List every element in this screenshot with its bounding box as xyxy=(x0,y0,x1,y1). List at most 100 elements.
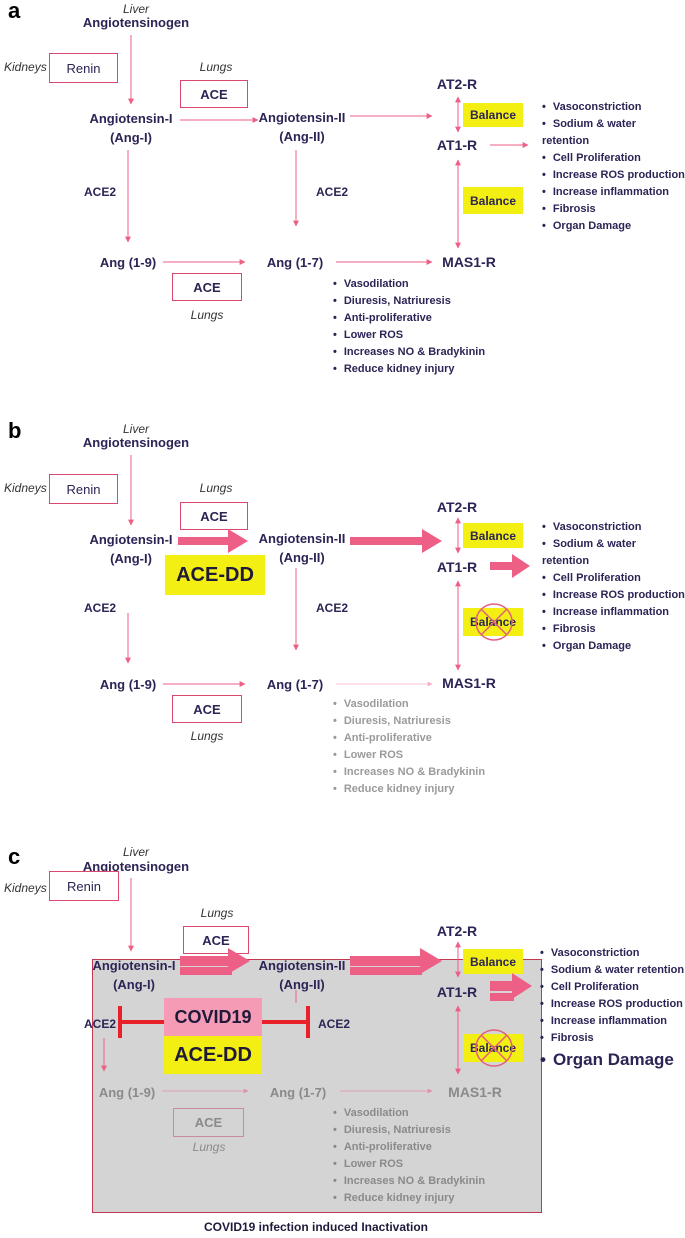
mas1r-effects-list: Vasodilation Diuresis, Natriuresis Anti-… xyxy=(333,696,485,798)
kidneys-label: Kidneys xyxy=(4,881,47,895)
ace2-mid-label: ACE2 xyxy=(316,601,349,615)
at1r-label: AT1-R xyxy=(436,984,478,1000)
panel-label: a xyxy=(8,0,21,23)
angiotensinogen-label: Angiotensinogen xyxy=(82,15,190,30)
ang-1-7-label: Ang (1-7) xyxy=(266,255,324,270)
at1r-effects-list: Vasoconstriction Sodium & water retentio… xyxy=(542,99,685,235)
ang-ii-label: (Ang-II) xyxy=(279,129,325,144)
renin-box: Renin xyxy=(49,53,118,83)
ace2-inhibition-right xyxy=(262,1006,310,1038)
panel-label: b xyxy=(8,418,22,443)
lungs-label: Lungs xyxy=(199,60,233,74)
angiotensin-i-label: Angiotensin-I xyxy=(92,958,176,973)
list-item: Vasodilation xyxy=(333,696,485,713)
list-item: Fibrosis xyxy=(542,621,685,638)
list-item: Anti-proliferative xyxy=(333,1139,485,1156)
list-item: Lower ROS xyxy=(333,1156,485,1173)
ang-i-label: (Ang-I) xyxy=(110,130,152,145)
ang-1-7-label: Ang (1-7) xyxy=(266,677,324,692)
renin-box: Renin xyxy=(49,474,118,504)
angiotensinogen-label: Angiotensinogen xyxy=(82,859,190,874)
ace2-mid-label: ACE2 xyxy=(318,1017,351,1031)
list-item: Vasoconstriction xyxy=(542,99,685,116)
list-item: Cell Proliferation xyxy=(542,570,685,587)
thick-arrow xyxy=(180,948,250,974)
liver-label: Liver xyxy=(122,422,150,436)
list-item: Diuresis, Natriuresis xyxy=(333,293,485,310)
ace-dd-box: ACE-DD xyxy=(165,555,265,595)
angiotensin-ii-label: Angiotensin-II xyxy=(258,958,346,973)
list-item: Cell Proliferation xyxy=(542,150,685,167)
list-item: Organ Damage xyxy=(542,638,685,655)
ace-box-lower: ACE xyxy=(173,1108,244,1137)
list-item: Diuresis, Natriuresis xyxy=(333,713,485,730)
panel-b-arrows xyxy=(125,455,530,687)
list-item: Cell Proliferation xyxy=(540,979,684,996)
panel-a: a Liver Angiotensinogen Kidneys Renin Lu… xyxy=(0,0,685,400)
ace-box-lower: ACE xyxy=(172,695,242,723)
list-item: Lower ROS xyxy=(333,747,485,764)
mas1r-effects-list: Vasodilation Diuresis, Natriuresis Anti-… xyxy=(333,1105,485,1207)
at2r-label: AT2-R xyxy=(436,923,478,939)
ace-box-lower: ACE xyxy=(172,273,242,301)
angiotensin-i-label: Angiotensin-I xyxy=(89,532,173,547)
ang-i-label: (Ang-I) xyxy=(113,977,155,992)
at2r-label: AT2-R xyxy=(436,499,478,515)
list-item: Increase ROS production xyxy=(542,167,685,184)
inactivation-caption: COVID19 infection induced Inactivation xyxy=(203,1220,429,1234)
lungs-label-lower: Lungs xyxy=(190,308,224,322)
list-item: Anti-proliferative xyxy=(333,310,485,327)
thick-arrow-lower xyxy=(180,967,232,975)
list-item: Increases NO & Bradykinin xyxy=(333,344,485,361)
ace-box: ACE xyxy=(180,502,248,530)
list-item: Increases NO & Bradykinin xyxy=(333,1173,485,1190)
list-item: Anti-proliferative xyxy=(333,730,485,747)
list-item: Increase ROS production xyxy=(542,587,685,604)
covid19-box: COVID19 xyxy=(164,998,262,1036)
panel-a-arrows xyxy=(125,35,529,265)
thick-arrow-lower xyxy=(490,993,514,1001)
list-item: Reduce kidney injury xyxy=(333,781,485,798)
balance-box: Balance xyxy=(463,523,523,548)
lungs-label: Lungs xyxy=(199,481,233,495)
mas1r-label: MAS1-R xyxy=(442,675,496,691)
angiotensinogen-label: Angiotensinogen xyxy=(82,435,190,450)
angiotensin-ii-label: Angiotensin-II xyxy=(258,110,346,125)
ang-1-9-label: Ang (1-9) xyxy=(99,677,157,692)
ace2-mid-label: ACE2 xyxy=(316,185,349,199)
thick-arrow xyxy=(490,554,530,578)
at1r-effects-list: Vasoconstriction Sodium & water retentio… xyxy=(540,945,684,1073)
list-item: Sodium & water retention xyxy=(540,962,684,979)
list-item: Organ Damage xyxy=(542,218,685,235)
list-item: Vasoconstriction xyxy=(542,519,685,536)
panel-c-arrows xyxy=(101,878,532,1094)
at2r-label: AT2-R xyxy=(436,76,478,92)
mas1r-label: MAS1-R xyxy=(442,254,496,270)
panel-c: c Liver Angiotensinogen Kidneys Renin Lu… xyxy=(0,838,685,1238)
balance-box: Balance xyxy=(463,103,523,127)
list-item: Increase ROS production xyxy=(540,996,684,1013)
list-item: Sodium & water retention xyxy=(542,116,685,150)
kidneys-label: Kidneys xyxy=(4,60,47,74)
liver-label: Liver xyxy=(122,2,150,16)
mas1r-effects-list: Vasodilation Diuresis, Natriuresis Anti-… xyxy=(333,276,485,378)
ace2-left-label: ACE2 xyxy=(84,1017,117,1031)
angiotensin-ii-label: Angiotensin-II xyxy=(258,531,346,546)
list-item: Reduce kidney injury xyxy=(333,361,485,378)
kidneys-label: Kidneys xyxy=(4,481,47,495)
panel-b: b Liver Angiotensinogen Kidneys Renin Lu… xyxy=(0,418,685,818)
thick-arrow xyxy=(490,973,532,999)
lungs-label-lower: Lungs xyxy=(190,729,224,743)
lungs-label: Lungs xyxy=(200,906,234,920)
list-item: Increase inflammation xyxy=(542,604,685,621)
ang-1-9-label: Ang (1-9) xyxy=(98,1085,156,1100)
blocked-balance-icon xyxy=(475,603,513,641)
ang-ii-label: (Ang-II) xyxy=(279,550,325,565)
ang-ii-label: (Ang-II) xyxy=(279,977,325,992)
list-item: Organ Damage xyxy=(540,1047,684,1073)
thick-arrow-lower xyxy=(350,967,422,975)
list-item: Fibrosis xyxy=(540,1030,684,1047)
lungs-label-lower: Lungs xyxy=(192,1140,226,1154)
ace2-left-label: ACE2 xyxy=(84,185,117,199)
